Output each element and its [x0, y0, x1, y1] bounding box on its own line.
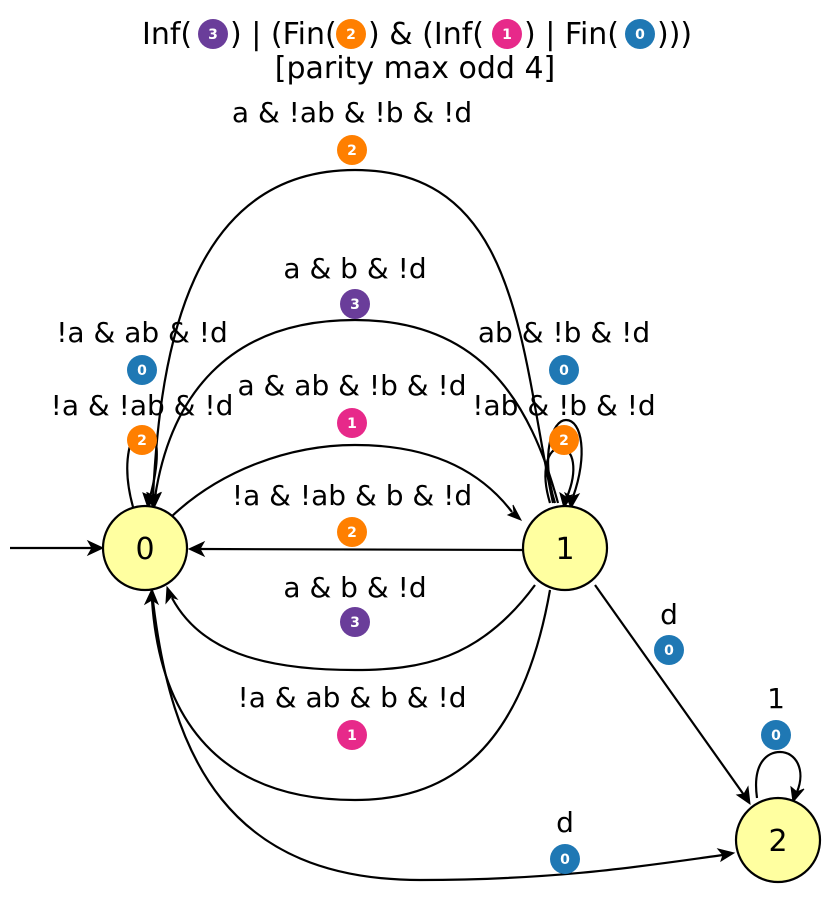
acc-badge: 2: [549, 425, 579, 455]
svg-text:1: 1: [502, 27, 512, 43]
edge-label: !a & ab & b & !d: [238, 681, 467, 714]
edge-label: a & b & !d: [283, 571, 426, 604]
edge-label: !a & !ab & b & !d: [232, 479, 472, 512]
svg-text:1: 1: [347, 728, 357, 744]
svg-text:2: 2: [347, 143, 357, 159]
acc-badge: 0: [550, 844, 580, 874]
svg-text:3: 3: [350, 615, 360, 631]
edge-label: !ab & !b & !d: [472, 389, 655, 422]
svg-text:0: 0: [635, 27, 645, 43]
state-0[interactable]: 0: [101, 504, 189, 592]
acc-text-3: ) & (Inf(: [368, 17, 484, 52]
acc-badge-1: 1: [492, 19, 522, 49]
svg-text:2: 2: [346, 27, 356, 43]
edge-label: !a & ab & !d: [56, 316, 228, 349]
acc-badge: 1: [337, 408, 367, 438]
edge-2-0: [150, 591, 736, 882]
initial-arrow: [10, 539, 105, 557]
acc-text-2: ) | (Fin(: [230, 17, 337, 52]
svg-text:0: 0: [664, 643, 674, 659]
state-1-label: 1: [555, 532, 574, 567]
svg-text:2: 2: [559, 433, 569, 449]
svg-text:2: 2: [137, 433, 147, 449]
acc-badge: 2: [337, 517, 367, 547]
acc-badge: 3: [340, 607, 370, 637]
edge-label: ab & !b & !d: [478, 316, 650, 349]
edge-label: !a & !ab & !d: [51, 389, 234, 422]
acc-badge: 1: [337, 720, 367, 750]
acceptance-subtitle: [parity max odd 4]: [275, 51, 556, 86]
state-2[interactable]: 2: [734, 796, 822, 884]
edge-label: a & b & !d: [283, 252, 426, 285]
svg-text:0: 0: [137, 363, 147, 379]
svg-text:0: 0: [560, 852, 570, 868]
acceptance-condition: Inf( 3 ) | (Fin( 2 ) & (Inf( 1 ) | Fin( …: [142, 17, 692, 86]
acc-badge: 0: [127, 355, 157, 385]
edge-1-0-low: [165, 584, 536, 672]
acc-badge: 2: [337, 135, 367, 165]
state-0-label: 0: [135, 532, 154, 567]
svg-text:2: 2: [347, 525, 357, 541]
svg-text:3: 3: [350, 297, 360, 313]
edge-label-group: a & !ab & !b & !d 2 a & b & !d 3 !a & ab…: [51, 96, 791, 874]
edge-label: a & !ab & !b & !d: [232, 96, 472, 129]
svg-text:3: 3: [208, 27, 218, 43]
state-2-label: 2: [768, 824, 787, 859]
state-1[interactable]: 1: [521, 504, 609, 592]
acc-badge: 2: [127, 425, 157, 455]
acc-text-5: ))): [657, 17, 692, 52]
svg-text:0: 0: [559, 363, 569, 379]
edge-0-1: [169, 443, 523, 521]
edge-label: d: [660, 598, 678, 631]
acc-badge: 0: [549, 355, 579, 385]
acc-badge-0: 0: [625, 19, 655, 49]
edge-label: a & ab & !b & !d: [238, 369, 467, 402]
svg-text:0: 0: [771, 728, 781, 744]
edge-2-self: [754, 750, 805, 804]
acc-badge: 0: [654, 635, 684, 665]
acc-badge-2: 2: [336, 19, 366, 49]
acc-badge: 0: [761, 720, 791, 750]
svg-text:1: 1: [347, 416, 357, 432]
edge-1-2: [594, 584, 751, 806]
acc-text-4: ) | Fin(: [524, 17, 619, 52]
edge-1-0-straight: [187, 540, 523, 558]
acc-badge-3: 3: [198, 19, 228, 49]
edge-label: 1: [767, 682, 785, 715]
edge-label: d: [556, 806, 574, 839]
acc-badge: 3: [340, 289, 370, 319]
edge-1-self-b: [544, 446, 575, 510]
acc-text-1: Inf(: [142, 17, 192, 52]
